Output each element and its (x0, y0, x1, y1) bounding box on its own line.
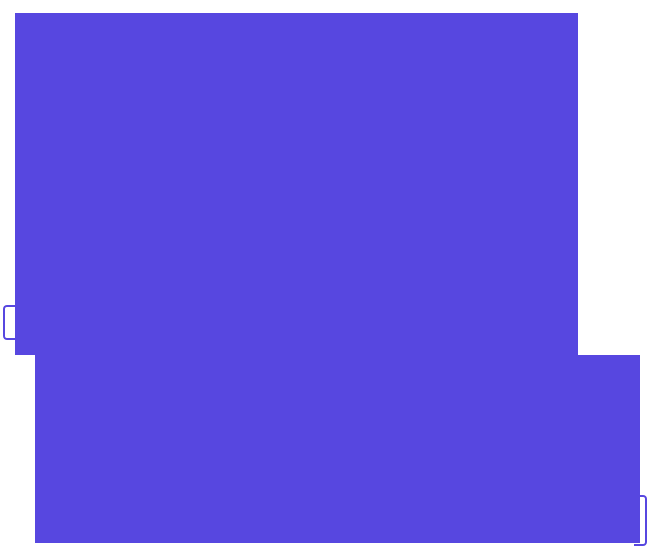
upper-highlight-block (15, 13, 578, 355)
lower-highlight-block (35, 355, 640, 543)
